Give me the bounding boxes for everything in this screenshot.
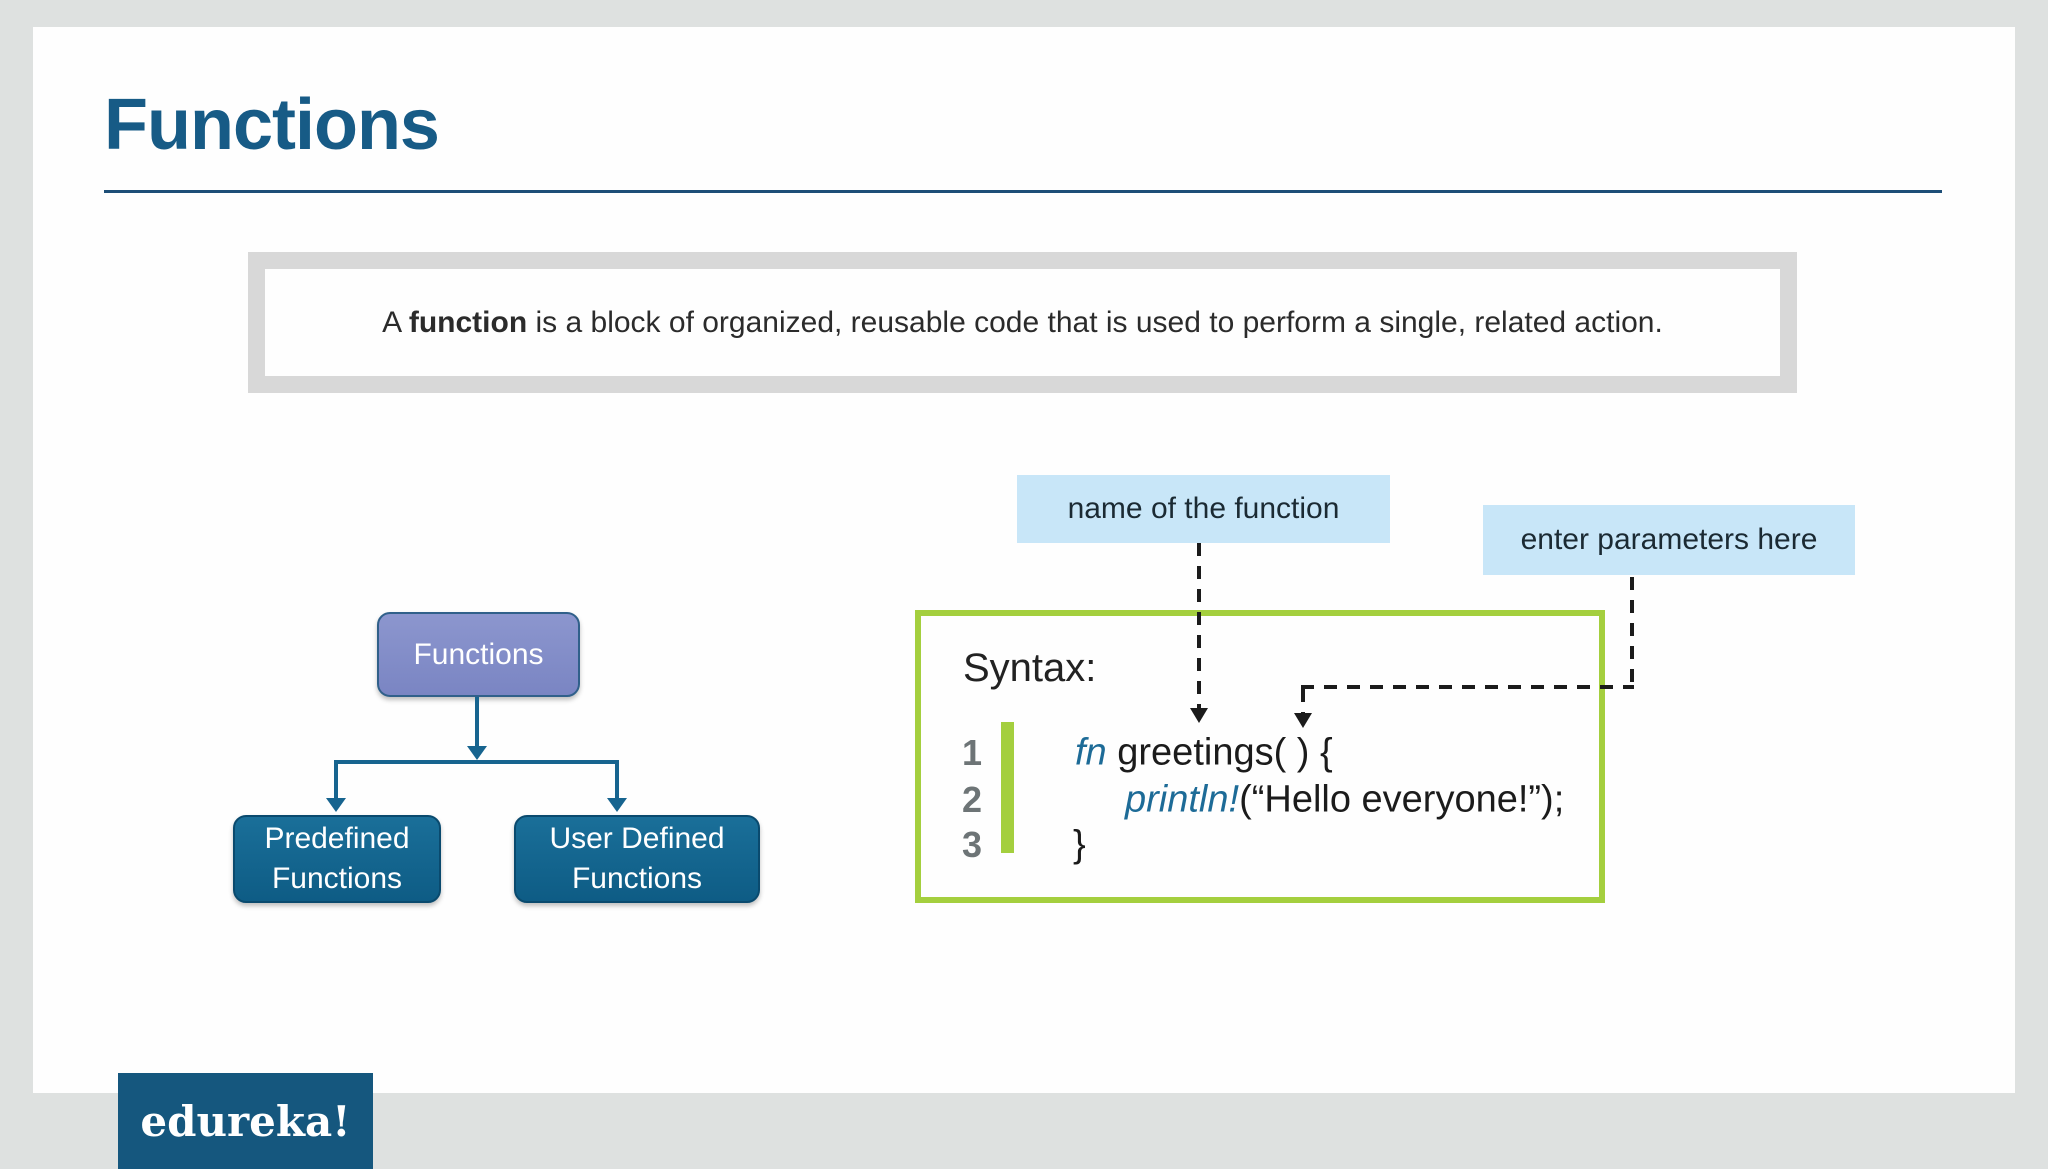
edureka-logo: edureka!	[118, 1073, 373, 1169]
definition-prefix: A	[382, 305, 409, 339]
line-number: 2	[961, 779, 983, 820]
connector-root-vertical	[475, 697, 479, 746]
connector-left-vertical	[334, 760, 338, 798]
connector-horizontal	[334, 760, 619, 764]
definition-term: function	[408, 305, 528, 339]
arrow-down-icon	[1190, 708, 1208, 723]
definition-rest: is a block of organized, reusable code t…	[527, 305, 1663, 339]
edureka-logo-text: edureka!	[140, 1096, 351, 1146]
title-underline	[104, 190, 1942, 193]
code-line-2: println!(“Hello everyone!”);	[1125, 779, 1564, 822]
page-title: Functions	[104, 85, 440, 165]
syntax-heading: Syntax:	[963, 646, 1097, 690]
code-line-1: fn greetings( ) {	[1075, 732, 1333, 775]
flowchart-predefined-label: Predefined Functions	[264, 822, 410, 895]
callout-parameters-label: enter parameters here	[1520, 523, 1818, 556]
syntax-box	[915, 610, 1605, 903]
flowchart-predefined-box: Predefined Functions	[233, 815, 441, 903]
code-keyword-println: println!	[1125, 778, 1240, 821]
callout-function-name: name of the function	[1017, 475, 1390, 543]
code-text: greetings( ) {	[1106, 731, 1333, 774]
flowchart-root-box: Functions	[377, 612, 580, 697]
arrow-down-icon	[1294, 713, 1312, 728]
dashed-connector-function-name	[1197, 543, 1201, 708]
code-line-3: }	[1073, 824, 1086, 867]
code-text: }	[1073, 823, 1086, 866]
dashed-connector-parameters-segment3	[1301, 689, 1305, 713]
line-number: 3	[961, 824, 983, 865]
code-text: (“Hello everyone!”);	[1239, 778, 1565, 821]
callout-parameters: enter parameters here	[1483, 505, 1855, 575]
connector-right-vertical	[615, 760, 619, 798]
line-number: 1	[961, 732, 983, 773]
flowchart-user-defined-box: User Defined Functions	[514, 815, 760, 903]
definition-text: A function is a block of organized, reus…	[382, 306, 1663, 340]
dashed-connector-parameters-segment2	[1301, 685, 1634, 689]
flowchart-user-defined-label: User Defined Functions	[549, 822, 725, 895]
arrow-down-icon	[607, 798, 627, 812]
slide-canvas: Functions A function is a block of organ…	[33, 27, 2015, 1093]
callout-function-name-label: name of the function	[1067, 492, 1340, 525]
code-keyword-fn: fn	[1075, 731, 1107, 774]
code-gutter-bar	[1001, 722, 1014, 853]
dashed-connector-parameters-segment1	[1630, 577, 1634, 685]
definition-box: A function is a block of organized, reus…	[248, 252, 1797, 393]
arrow-down-icon	[467, 746, 487, 760]
flowchart-root-label: Functions	[413, 637, 544, 671]
arrow-down-icon	[326, 798, 346, 812]
